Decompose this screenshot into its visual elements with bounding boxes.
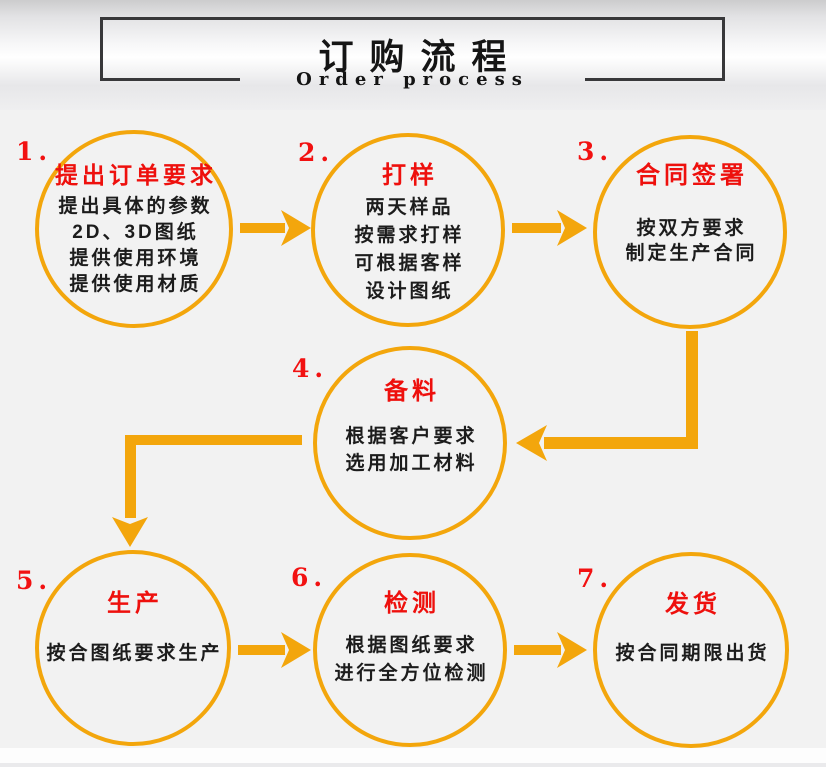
subtitle-row: Order process [100,69,725,90]
step-line: 设计图纸 [365,281,454,302]
footer-gray-band [0,763,826,767]
step-circle-order-request: 提出订单要求 提出具体的参数 2D、3D图纸 提供使用环境 提供使用材质 [35,130,233,328]
step-line: 可根据客样 [354,253,465,274]
step-line: 按需求打样 [354,225,465,246]
step-title: 生产 [107,590,163,617]
step-number-6: 6. [291,563,328,592]
arrow-right-icon-6-7 [514,632,587,668]
step-number-3: 3. [577,137,614,166]
arrow-right-icon-5-6 [238,632,311,668]
step-title: 提出订单要求 [55,162,217,188]
step-circle-contract: 合同签署 按双方要求 制定生产合同 [593,135,787,329]
step-number-7: 7. [577,564,614,593]
step-line: 制定生产合同 [625,243,758,264]
step-number-1: 1. [16,137,53,166]
step-circle-shipping: 发货 按合同期限出货 [593,552,789,748]
subtitle-rule-left [100,78,241,81]
step-circle-production: 生产 按合图纸要求生产 [35,550,231,746]
step-lines: 根据客户要求 选用加工材料 [342,423,477,477]
step-line: 按合图纸要求生产 [46,643,223,664]
step-lines: 按合图纸要求生产 [43,640,222,667]
footer-white-band [0,748,826,763]
page-title: 订购流程 [318,37,523,78]
step-line: 根据客户要求 [345,426,478,447]
step-line: 提供使用环境 [69,248,202,269]
step-circle-inspection: 检测 根据图纸要求 进行全方位检测 [313,553,507,747]
step-title: 合同签署 [636,162,748,189]
step-number-2: 2. [298,138,335,167]
arrow-right-icon-1-2 [240,210,311,246]
step-title: 检测 [384,590,440,617]
step-title: 发货 [665,591,721,618]
step-line: 提出具体的参数 [58,196,213,217]
step-line: 按双方要求 [636,218,747,239]
step-lines: 按合同期限出货 [612,640,769,667]
subtitle-rule-right [584,78,725,81]
step-line: 选用加工材料 [345,453,478,474]
step-number-4: 4. [292,354,329,383]
step-number-5: 5. [16,566,53,595]
page-subtitle: Order process [296,69,529,90]
arrow-right-icon-2-3 [512,210,587,246]
step-lines: 根据图纸要求 进行全方位检测 [331,632,488,688]
title-box: 订购流程 Order process [100,17,725,90]
step-line: 2D、3D图纸 [72,222,199,243]
step-title: 打样 [382,162,438,189]
step-lines: 两天样品 按需求打样 可根据客样 设计图纸 [351,194,464,306]
step-line: 按合同期限出货 [615,643,770,664]
step-line: 提供使用材质 [69,274,202,295]
header-banner: 订购流程 Order process [0,0,826,110]
step-circle-sampling: 打样 两天样品 按需求打样 可根据客样 设计图纸 [311,133,505,327]
step-line: 两天样品 [365,197,454,218]
step-line: 根据图纸要求 [345,635,478,656]
step-title: 备料 [384,378,440,405]
elbow-arrow-icon-3-4 [516,331,698,461]
elbow-arrow-icon-4-5 [112,435,302,547]
step-line: 进行全方位检测 [334,663,489,684]
step-circle-material-prep: 备料 根据客户要求 选用加工材料 [313,346,507,540]
step-lines: 提出具体的参数 2D、3D图纸 提供使用环境 提供使用材质 [55,194,212,298]
step-lines: 按双方要求 制定生产合同 [622,216,757,266]
